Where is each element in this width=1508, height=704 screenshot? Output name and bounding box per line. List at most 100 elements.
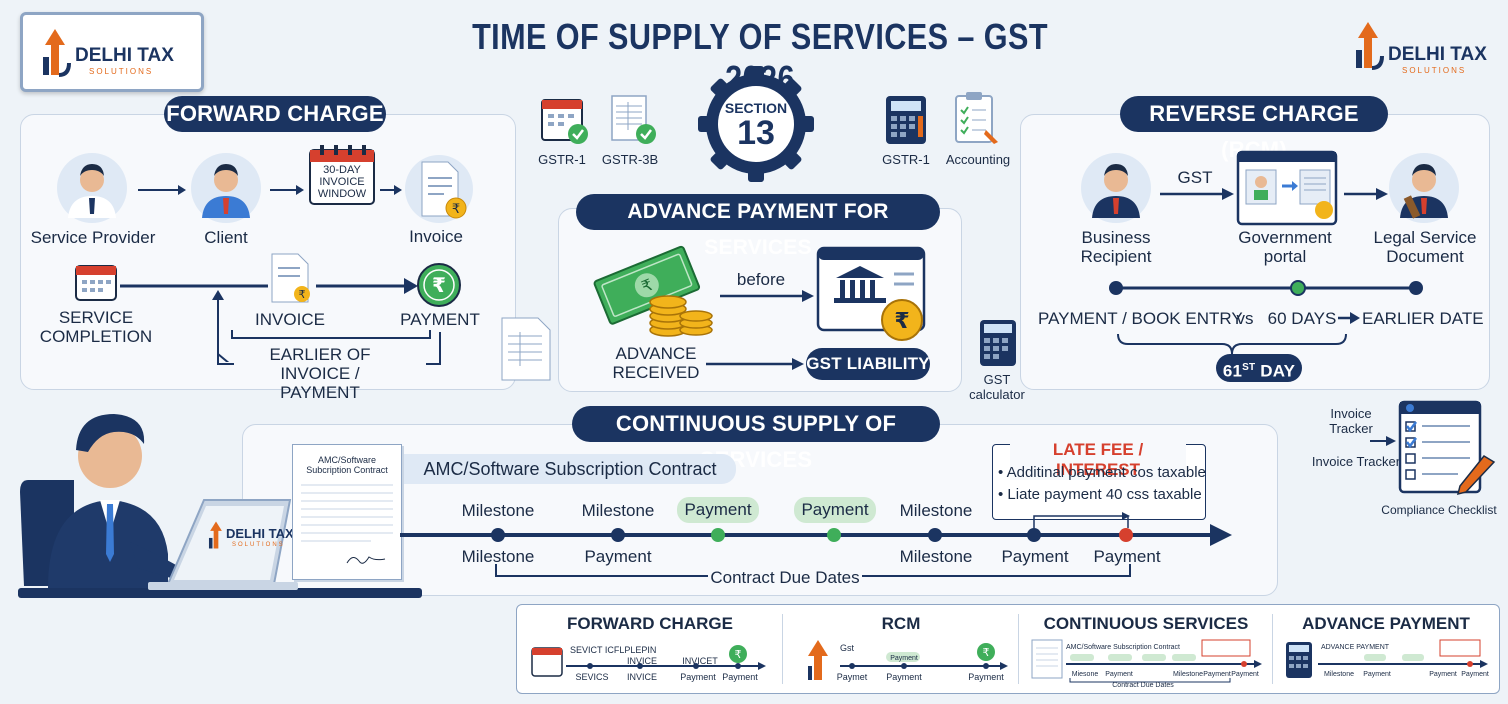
- summary-continuous-l0: AMC/Software Subscription Contract: [1066, 644, 1180, 651]
- tracker-arrow: [1370, 436, 1396, 446]
- summary-advance-l2: Payment: [1363, 671, 1391, 678]
- laptop-logo-name: DELHI TAX: [226, 526, 294, 541]
- spreadsheet-doc-icon: [501, 317, 551, 381]
- summary-forward-l6: Payment: [680, 672, 716, 682]
- service-calendar-icon: [75, 265, 117, 301]
- timeline-bottom-0: Milestone: [461, 547, 535, 566]
- laptop-logo-sub: SOLUTIONS: [232, 542, 285, 548]
- rcm-timeline: [1109, 280, 1423, 296]
- invoice-doc-icon: ₹: [405, 155, 473, 223]
- timeline-arrow: [120, 278, 418, 362]
- section-label: SECTION: [724, 100, 788, 116]
- flow-arrows: [138, 185, 402, 195]
- due-dates-bracket: [495, 564, 1131, 577]
- svg-text:₹: ₹: [894, 309, 909, 334]
- logo-name: DELHI TAX: [75, 45, 174, 66]
- calendar-check-icon: [541, 99, 588, 144]
- summary-continuous-l1: Miesone: [1071, 671, 1099, 678]
- svg-text:₹: ₹: [299, 288, 306, 301]
- advance-payment-heading: ADVANCE PAYMENT FOR SERVICES: [576, 194, 940, 259]
- logo-sub: SOLUTIONS: [89, 67, 154, 76]
- section-13-gear: [698, 66, 814, 182]
- summary-rcm-l1: Payment: [890, 655, 918, 662]
- late-fee-item-1: • Liate payment 40 css taxable: [998, 486, 1202, 503]
- late-fee-item-0: • Additinal payment cos taxable: [998, 464, 1206, 481]
- summary-forward-title: FORWARD CHARGE: [567, 614, 733, 633]
- actor-service-provider: Service Provider: [30, 228, 156, 247]
- government-portal-icon: [1236, 150, 1338, 226]
- day61-suffix: DAY: [1255, 361, 1296, 381]
- logo-left: DELHI TAX SOLUTIONS: [20, 12, 204, 92]
- calendar-30-day-icon: [309, 145, 375, 205]
- invoice-window-label: 30-DAY INVOICE WINDOW: [317, 164, 367, 200]
- invoice-tracker-label: Invoice Tracker: [1311, 454, 1401, 469]
- late-fee-text-1: Liate payment 40 css taxable: [1007, 486, 1202, 503]
- summary-rcm-title: RCM: [881, 614, 921, 633]
- rupee-payment-icon: ₹: [417, 263, 461, 307]
- summary-continuous-l6: Contract Due Dates: [1112, 682, 1174, 689]
- summary-strip: [516, 604, 1500, 694]
- client-icon: [191, 153, 261, 223]
- contract-lines: [301, 484, 393, 564]
- summary-forward-l2: INVICET: [682, 656, 718, 666]
- due-dates-label: Contract Due Dates: [710, 568, 860, 587]
- summary-forward-l1: INVICE: [626, 656, 657, 666]
- timeline-bottom-4: Payment: [1093, 547, 1161, 566]
- invoice-tracker-top-label: Invoice Tracker: [1329, 406, 1373, 436]
- cash-coins-icon: ₹: [593, 245, 713, 337]
- summary-continuous-l2: Payment: [1105, 671, 1133, 678]
- svg-text:₹: ₹: [983, 646, 990, 659]
- summary-forward-l0: SEVICT ICFLPLEPIN: [570, 645, 657, 655]
- late-fee-bracket: [1033, 512, 1130, 528]
- contract-document: AMC/Software Subcription Contract: [292, 444, 402, 580]
- timeline-top-3: Payment: [794, 497, 876, 523]
- advance-received-label: ADVANCE RECEIVED: [612, 344, 700, 382]
- rcm-arrow-2: [1344, 188, 1388, 200]
- summary-divider-2: [1018, 614, 1019, 684]
- actor-invoice: Invoice: [409, 227, 463, 246]
- bank-portal-icon: ₹: [816, 246, 926, 341]
- logo-name: DELHI TAX: [1388, 44, 1487, 65]
- gst-calculator-label: GST calculator: [969, 372, 1025, 402]
- section-number: 13: [737, 114, 775, 152]
- compliance-checklist-icon: [1398, 400, 1496, 496]
- actor-client: Client: [204, 228, 248, 247]
- business-recipient-icon: [1081, 153, 1151, 223]
- summary-continuous-l4: Payment: [1203, 671, 1231, 678]
- rcm-arrow-1: [1160, 188, 1234, 200]
- summary-advance-l3: Payment: [1429, 671, 1457, 678]
- clipboard-icon: [955, 92, 998, 144]
- rcm-arrow-3: [1338, 312, 1360, 324]
- continuous-timeline: [400, 524, 1232, 546]
- summary-rcm-graphic: ₹: [808, 640, 1008, 680]
- summary-forward-l7: Payment: [722, 672, 758, 682]
- rcm-gst-label: GST: [1177, 168, 1213, 187]
- icon-label-gstr1: GSTR-1: [538, 152, 586, 167]
- summary-rcm-l4: Payment: [968, 672, 1004, 682]
- icon-label-accounting: Accounting: [945, 152, 1011, 167]
- page-title: TIME OF SUPPLY OF SERVICES – GST 2026: [472, 16, 1048, 99]
- summary-continuous-l3: Milestone: [1173, 671, 1203, 678]
- summary-forward-l4: SEVICS: [575, 672, 609, 682]
- summary-advance-title: ADVANCE PAYMENT: [1302, 614, 1470, 633]
- contract-label-box: [404, 454, 736, 484]
- rcm-actor-portal: Government portal: [1238, 228, 1332, 266]
- compliance-checklist-label: Compliance Checklist: [1381, 503, 1497, 517]
- rcm-vs: vs: [1236, 309, 1254, 328]
- summary-rcm-l0: Gst: [839, 643, 854, 653]
- calculator-icon: [886, 96, 926, 144]
- rcm-actor-business: Business Recipient: [1080, 228, 1152, 266]
- icon-label-gstr1-right: GSTR-1: [882, 152, 930, 167]
- earlier-of-bracket: [217, 330, 441, 365]
- rcm-heading: REVERSE CHARGE (RCM): [1120, 96, 1388, 162]
- earlier-of-label: EARLIER OF INVOICE / PAYMENT: [269, 345, 371, 402]
- logo-arrow-icon: [1356, 22, 1384, 70]
- logo-arrow-icon: [43, 29, 71, 77]
- late-fee-title: LATE FEE / INTEREST: [1010, 440, 1186, 480]
- continuous-supply-heading: CONTINUOUS SUPPLY OF SERVICES: [572, 406, 940, 472]
- timeline-bottom-2: Milestone: [899, 547, 973, 566]
- payment-label: PAYMENT: [400, 310, 480, 329]
- svg-text:₹: ₹: [452, 202, 460, 217]
- summary-rcm-l2: Paymet: [836, 672, 868, 682]
- rcm-payment-entry: PAYMENT / BOOK ENTRY: [1038, 309, 1243, 328]
